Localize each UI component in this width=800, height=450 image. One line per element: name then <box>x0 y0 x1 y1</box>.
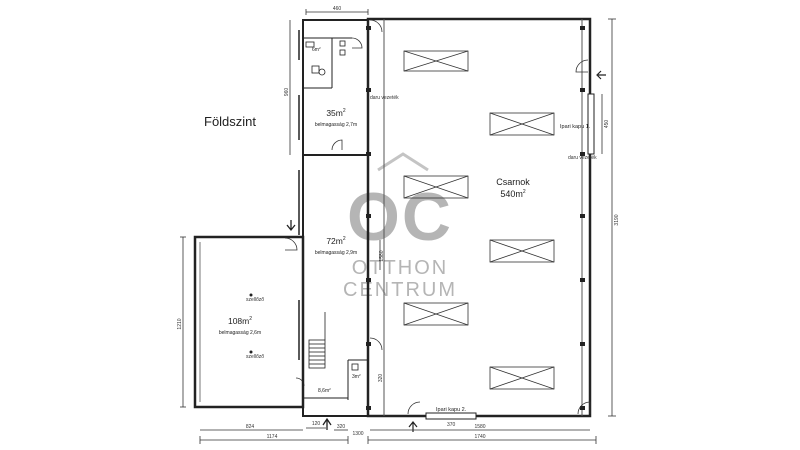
gate1-opening <box>587 93 595 155</box>
skylight <box>489 366 555 390</box>
dim-annex-height: 1210 <box>177 318 183 329</box>
door-icon <box>577 401 591 415</box>
annex-height: belmagasság 2,6m <box>219 330 261 336</box>
entry-arrow-icon <box>322 417 332 430</box>
skylight <box>489 239 555 263</box>
gate2-opening <box>425 412 477 420</box>
watermark: OC OTTHON CENTRUM <box>343 152 457 301</box>
office-block: 6m2 35m2 belmagasság 2,7m 72m2 belmagass… <box>295 19 369 430</box>
vent-point <box>249 350 253 354</box>
skylight <box>489 112 555 136</box>
crane-label-top: daru vezeték <box>370 95 399 101</box>
entry-arrow-icon <box>596 70 606 80</box>
door-icon <box>284 237 298 251</box>
watermark-line2: CENTRUM <box>343 279 457 301</box>
hall: Csarnok 540m2 Ipari kapu 1. daru vezeték… <box>366 17 606 432</box>
gate2-dim: 370 <box>447 422 456 428</box>
dim-office-height: 960 <box>284 88 290 97</box>
hall-area: 540m2 <box>500 189 526 199</box>
dim-bottom-hall1: 1580 <box>474 424 485 430</box>
vent-point <box>249 293 253 297</box>
dim-bottom-mid3: 1300 <box>352 431 363 437</box>
dim-bottom-annex: 824 <box>246 424 255 430</box>
gate1-label: Ipari kapu 1. <box>560 124 591 130</box>
dimensions: 460 960 3190 450 1210 1580 320 824 120 3… <box>177 6 620 444</box>
gate2-label: Ipari kapu 2. <box>436 407 467 413</box>
skylight <box>403 302 469 326</box>
corridor-height: belmagasság 2,9m <box>315 250 357 256</box>
dim-bottom-mid2: 320 <box>337 424 346 430</box>
corridor-area: 72m2 <box>326 236 346 246</box>
office-height: belmagasság 2,7m <box>315 122 357 128</box>
door-icon <box>351 37 363 49</box>
wc-area: 6m2 <box>312 46 321 53</box>
entry-area: 8,6m2 <box>318 387 331 394</box>
dim-closet: 320 <box>378 374 384 383</box>
dim-bottom-hall-total: 1740 <box>474 434 485 440</box>
watermark-line1: OTTHON <box>352 257 448 279</box>
skylights <box>403 50 555 390</box>
annex-outline <box>193 235 305 409</box>
office-block-outline <box>302 19 369 417</box>
sensor-label: szellőző <box>246 297 264 303</box>
watermark-roof-icon <box>377 152 429 172</box>
sanitary-fixtures <box>305 40 346 76</box>
door-icon <box>369 19 383 33</box>
closet-fixture <box>351 363 359 371</box>
door-icon <box>407 401 421 415</box>
sensor-label: szellőző <box>246 354 264 360</box>
crane-label: daru vezeték <box>568 155 597 161</box>
skylight <box>403 50 469 72</box>
dim-bottom-total-left: 1174 <box>267 434 278 440</box>
dim-right-height: 3190 <box>614 214 620 225</box>
entry-arrow-icon <box>286 220 296 232</box>
closet-area: 3m2 <box>352 373 361 380</box>
office-area: 35m2 <box>326 108 346 118</box>
door-icon <box>369 337 383 351</box>
door-icon <box>331 139 343 151</box>
floor-title: Földszint <box>204 114 256 129</box>
annex-area: 108m2 <box>228 316 252 326</box>
skylight <box>403 175 469 199</box>
dim-gate1: 450 <box>604 120 610 129</box>
dim-top-width: 460 <box>333 6 342 12</box>
hall-name: Csarnok <box>496 177 530 187</box>
annex: szellőző szellőző 108m2 belmagasság 2,6m <box>193 220 305 409</box>
dim-corridor-width: 1580 <box>379 250 385 261</box>
entry-arrow-icon <box>408 421 418 432</box>
door-icon <box>575 59 589 73</box>
dim-bottom-mid1: 120 <box>312 421 321 427</box>
staircase <box>308 312 326 369</box>
watermark-logo: OC <box>347 179 453 255</box>
